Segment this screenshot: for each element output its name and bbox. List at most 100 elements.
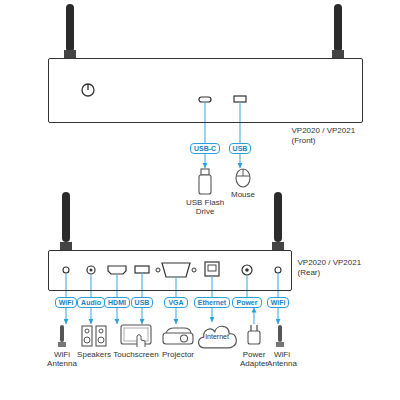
- connector-arrow: [277, 308, 278, 325]
- connector-arrow: [175, 308, 176, 325]
- antenna-base: [64, 50, 76, 58]
- device-name: WiFi Antenna: [266, 350, 298, 368]
- port-name: Ethernet: [198, 298, 226, 307]
- antenna-icon: [60, 325, 64, 342]
- port-wire: [246, 275, 247, 297]
- ethernet-port: [205, 262, 219, 276]
- power-jack: [242, 265, 252, 275]
- port-name: VGA: [168, 298, 183, 307]
- mouse-icon: [243, 169, 244, 176]
- port-wire: [116, 274, 117, 297]
- port-wire: [211, 276, 212, 297]
- connector-arrow: [65, 308, 66, 325]
- usb-c-port: [199, 97, 211, 102]
- port-label: Ethernet: [194, 297, 230, 308]
- mouse-icon: [236, 169, 250, 187]
- connector-arrow: [204, 154, 205, 169]
- port-label: Audio: [77, 297, 105, 308]
- port-wire: [90, 274, 91, 297]
- antenna-icon: [276, 342, 284, 347]
- antenna-connector: [275, 267, 281, 273]
- device-name: Touchscreen: [113, 350, 158, 359]
- port-wires: [66, 273, 278, 297]
- port-label: USB-C: [190, 143, 220, 154]
- device-label: Projector: [162, 324, 194, 359]
- power-button: [87, 84, 88, 90]
- speaker-icon: [99, 329, 103, 333]
- port-label: USB: [131, 297, 154, 308]
- hdmi-port: [108, 266, 126, 274]
- plug-prong: [250, 325, 251, 331]
- port-wire: [65, 273, 66, 297]
- device-label: USB Flash Drive: [184, 168, 226, 216]
- antenna-base: [60, 242, 72, 250]
- power-button: [82, 84, 94, 96]
- vga-screw: [156, 268, 160, 272]
- antenna-connector: [63, 267, 69, 273]
- antenna: [334, 4, 342, 52]
- device-housing: VP2020 / VP2021 (Front): [48, 58, 363, 123]
- antenna-base: [332, 50, 344, 58]
- audio-jack: [87, 266, 95, 274]
- projector-icon: [166, 328, 191, 333]
- touchscreen-icon: [121, 325, 151, 344]
- speaker-icon: [82, 326, 92, 346]
- power-adapter-icon: [248, 331, 260, 344]
- power-jack: [245, 268, 249, 272]
- hand-icon: [137, 335, 145, 348]
- ethernet-port: [208, 265, 216, 271]
- antenna: [66, 4, 74, 52]
- usb-port: [234, 96, 246, 102]
- model-label: VP2020 / VP2021 (Rear): [298, 258, 370, 278]
- audio-jack: [90, 269, 93, 272]
- vga-port: [162, 263, 190, 277]
- vga-screw: [192, 268, 196, 272]
- device-label: Power Adapter: [237, 324, 271, 368]
- port-name: HDMI: [108, 298, 126, 307]
- port-name: USB-C: [194, 144, 216, 153]
- touchscreen-icon: [124, 328, 148, 341]
- port-name: WiFi: [271, 298, 286, 307]
- projector-lens: [181, 335, 188, 342]
- speaker-icon: [84, 337, 90, 343]
- device-label: Touchscreen: [113, 324, 158, 359]
- device-label: WiFi Antenna: [46, 324, 78, 368]
- speaker-icon: [98, 337, 104, 343]
- port-label: USB: [229, 143, 252, 154]
- connector-arrow: [116, 308, 117, 325]
- housing-fill: [49, 251, 291, 289]
- port-wire: [141, 273, 142, 297]
- connector-arrow: [239, 154, 240, 169]
- antenna: [62, 192, 70, 242]
- device-name: Internet: [195, 322, 239, 341]
- port-wire: [175, 277, 176, 297]
- connector-arrow: [253, 308, 254, 325]
- device-label: WiFi Antenna: [266, 324, 298, 368]
- port-name: WiFi: [59, 298, 74, 307]
- device-name: USB Flash Drive: [184, 198, 226, 216]
- port-name: USB: [135, 298, 150, 307]
- antenna: [274, 192, 282, 242]
- device-name: Speakers: [77, 350, 111, 359]
- usb-port: [135, 266, 149, 273]
- internet-cloud: Internet: [195, 322, 239, 350]
- plug-prong: [256, 325, 257, 331]
- port-name: USB: [233, 144, 248, 153]
- antenna-base: [272, 242, 284, 250]
- connector-arrow: [211, 308, 212, 323]
- connector-arrow: [141, 308, 142, 325]
- device-label: Mouse: [231, 168, 255, 199]
- device-housing: VP2020 / VP2021 (Rear): [48, 250, 292, 291]
- port-label: HDMI: [104, 297, 130, 308]
- port-wire: [277, 273, 278, 297]
- port-name: Audio: [81, 298, 101, 307]
- antenna-icon: [58, 342, 66, 347]
- model-label: VP2020 / VP2021 (Front): [292, 126, 364, 146]
- port-label: Power: [232, 297, 261, 308]
- device-name: Projector: [162, 350, 194, 359]
- flash-drive-icon: [199, 175, 211, 194]
- connector-arrow: [90, 308, 91, 325]
- antenna-icon: [278, 325, 282, 342]
